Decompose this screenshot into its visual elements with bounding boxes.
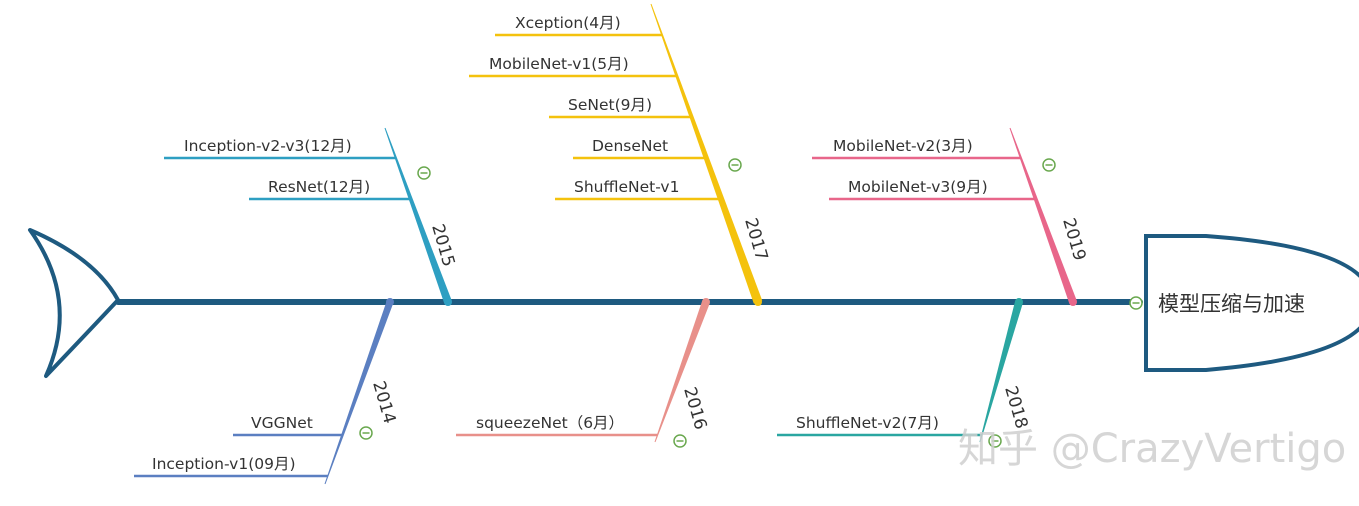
bone-2017-line[interactable] bbox=[650, 3, 763, 304]
bone-2017: 2017Xception(4月)MobileNet-v1(5月)SeNet(9月… bbox=[469, 3, 771, 306]
bone-2014-line[interactable] bbox=[324, 300, 394, 485]
bone-joint bbox=[1015, 298, 1023, 306]
bone-2016-line[interactable] bbox=[654, 300, 710, 443]
year-label: 2018 bbox=[1000, 384, 1031, 431]
bones: 2014VGGNetInception-v1(09月)2015Inception… bbox=[134, 3, 1089, 485]
year-label: 2016 bbox=[679, 385, 710, 432]
bone-joint bbox=[702, 298, 710, 306]
branch-label[interactable]: DenseNet bbox=[592, 137, 668, 155]
bone-joint bbox=[1069, 298, 1077, 306]
year-label: 2019 bbox=[1058, 216, 1089, 263]
branch-label[interactable]: Inception-v1(09月) bbox=[152, 455, 296, 473]
branch-label[interactable]: squeezeNet（6月） bbox=[476, 414, 624, 432]
branch-label[interactable]: MobileNet-v2(3月) bbox=[833, 137, 973, 155]
branch-label[interactable]: VGGNet bbox=[251, 414, 313, 432]
fish-tail bbox=[28, 228, 120, 378]
year-label: 2014 bbox=[368, 379, 399, 426]
branch-label[interactable]: SeNet(9月) bbox=[568, 96, 652, 114]
branch-label[interactable]: ResNet(12月) bbox=[268, 178, 370, 196]
branch-label[interactable]: MobileNet-v3(9月) bbox=[848, 178, 988, 196]
bone-2016: 2016 squeezeNet（6月） bbox=[456, 298, 710, 448]
watermark: 知乎 @CrazyVertigo bbox=[958, 426, 1346, 472]
bone-2019-line[interactable] bbox=[1009, 127, 1077, 304]
branch-label[interactable]: MobileNet-v1(5月) bbox=[489, 55, 629, 73]
branch-label[interactable]: Inception-v2-v3(12月) bbox=[184, 137, 352, 155]
bone-joint bbox=[386, 298, 394, 306]
bone-2015-line[interactable] bbox=[384, 127, 452, 304]
head-title: 模型压缩与加速 bbox=[1158, 292, 1305, 316]
bone-2019: 2019 MobileNet-v2(3月) MobileNet-v3(9月) bbox=[812, 127, 1089, 306]
branch-label[interactable]: Xception(4月) bbox=[515, 14, 621, 32]
bone-joint bbox=[754, 298, 762, 306]
branch-label[interactable]: ShuffleNet-v2(7月) bbox=[796, 414, 939, 432]
bone-joint bbox=[444, 298, 452, 306]
branch-label[interactable]: ShuffleNet-v1 bbox=[574, 178, 679, 196]
bone-2018-line[interactable] bbox=[979, 300, 1023, 443]
fish-head[interactable] bbox=[1144, 234, 1359, 372]
